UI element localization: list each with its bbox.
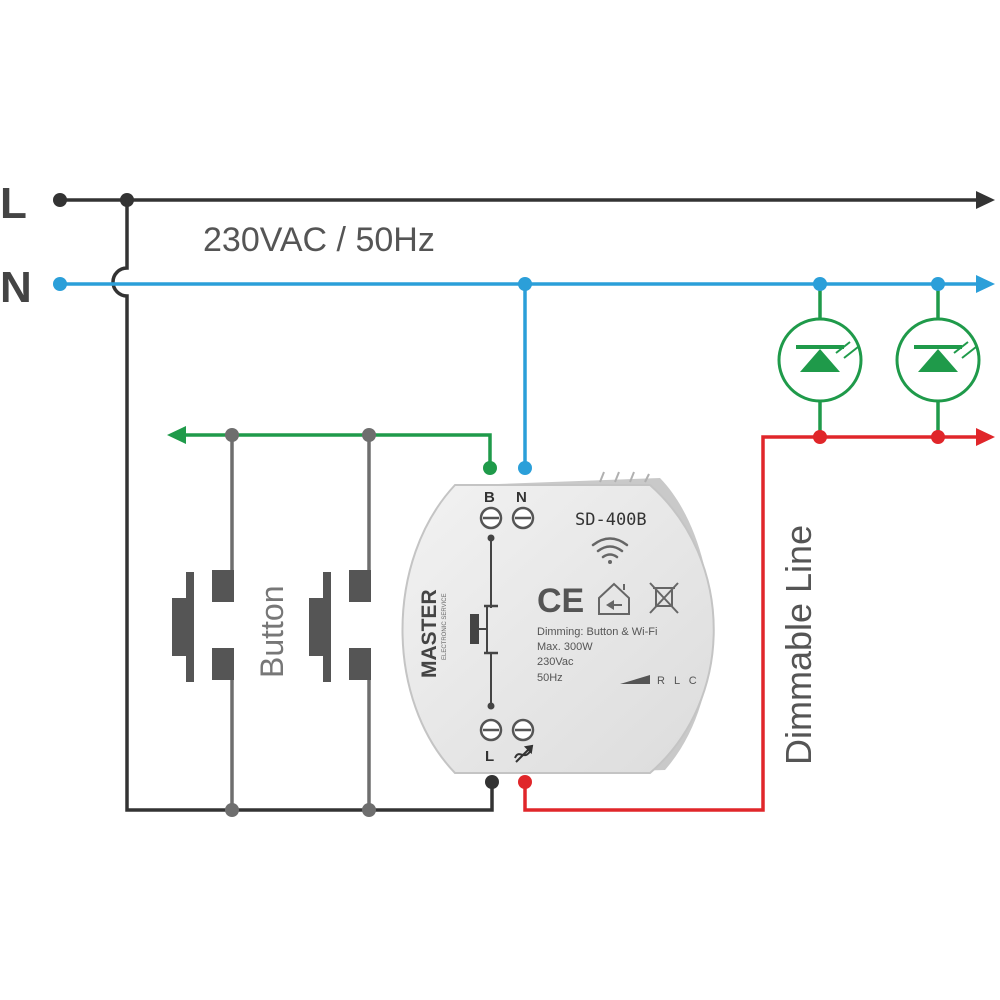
brand-sub: ELECTRONIC SERVICE: [442, 593, 448, 660]
spec-line-3: 230Vac: [537, 656, 574, 668]
dimmer-module: CE: [401, 471, 715, 774]
model-label: SD-400B: [575, 510, 647, 530]
neutral-label: N: [0, 263, 32, 312]
home-icon: [598, 582, 630, 615]
terminal-dimmed: [511, 718, 535, 742]
spec-line-2: Max. 300W: [537, 641, 593, 653]
button-line: [167, 426, 497, 475]
terminal-l: [479, 718, 503, 742]
weee-icon: [649, 582, 679, 614]
dimming-ramp-icon: [620, 675, 650, 684]
wifi-icon: [591, 537, 629, 564]
spec-line-1: Dimming: Button & Wi-Fi: [537, 626, 657, 638]
internal-switch: [470, 534, 498, 710]
dimmed-line: [518, 428, 995, 812]
terminal-l-label: L: [485, 748, 494, 765]
button-label: Button: [254, 585, 290, 678]
brand-logo: MASTER: [418, 589, 441, 678]
push-button-1: [172, 428, 239, 817]
lamp-2: [895, 277, 981, 437]
terminal-b-label: B: [484, 489, 495, 506]
dimmer-symbol-icon: [514, 744, 534, 763]
lamp-1: [777, 277, 863, 437]
terminal-b: [479, 506, 503, 530]
push-button-2: [309, 428, 376, 817]
ce-mark: CE: [537, 582, 584, 620]
supply-label: 230VAC / 50Hz: [203, 221, 435, 259]
spec-line-4: 50Hz: [537, 672, 563, 684]
terminal-n-label: N: [516, 489, 527, 506]
terminal-n: [511, 506, 535, 530]
load-types-label: R L C: [657, 675, 700, 687]
live-label: L: [0, 179, 27, 228]
dimmable-line-label: Dimmable Line: [778, 525, 819, 765]
